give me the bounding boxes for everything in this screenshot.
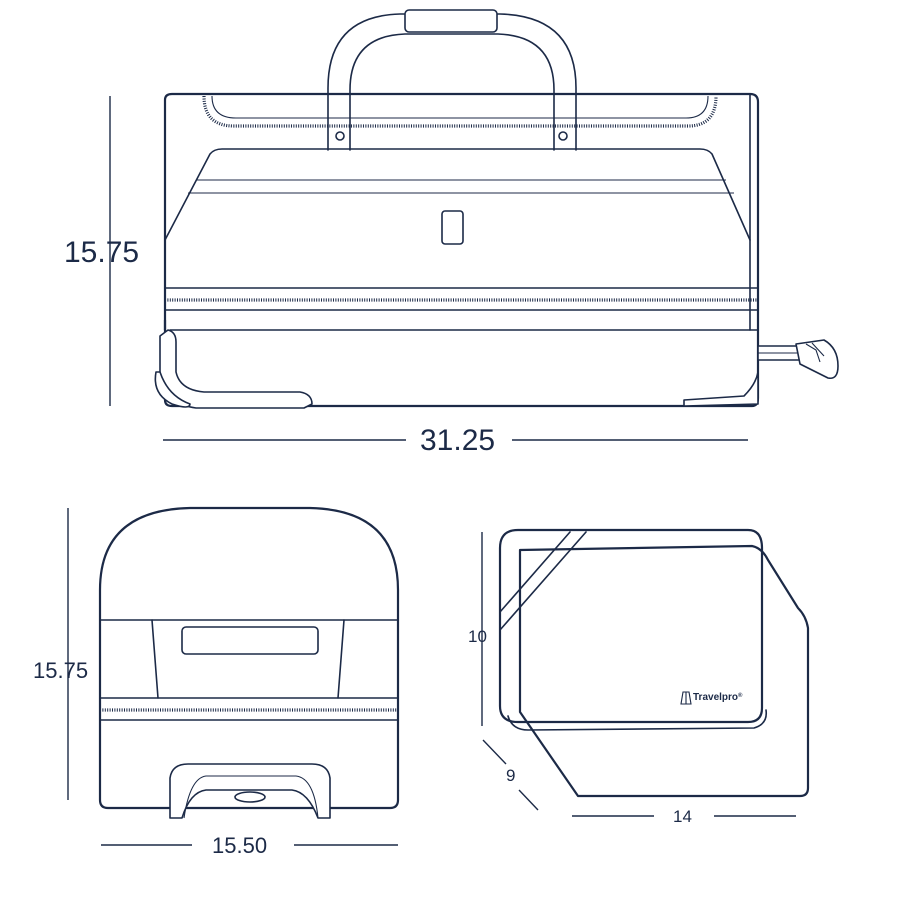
side-handle-grip bbox=[234, 791, 266, 803]
front-handle-grip bbox=[404, 9, 498, 33]
side-width-label: 15.50 bbox=[212, 833, 268, 858]
case-depth-dimension-line-top bbox=[482, 739, 507, 765]
side-body-outline bbox=[98, 506, 400, 810]
front-tag-holder bbox=[441, 210, 464, 245]
front-width-label: 31.25 bbox=[420, 424, 496, 457]
front-handle-strap bbox=[327, 13, 577, 151]
travelpro-logo: Travelpro® bbox=[693, 693, 742, 703]
front-pocket bbox=[164, 148, 751, 241]
front-wheel-housing bbox=[159, 329, 313, 409]
front-trolley-handle bbox=[795, 339, 839, 380]
travelpro-logo-text: Travelpro bbox=[693, 692, 739, 703]
front-handle-rivet-right bbox=[558, 131, 568, 141]
side-bottom-handle bbox=[169, 763, 331, 819]
travelpro-logo-icon bbox=[680, 691, 692, 705]
front-top-zipper bbox=[202, 95, 718, 128]
front-body-outline bbox=[163, 92, 760, 330]
front-wheel bbox=[154, 371, 191, 408]
case-depth-label: 9 bbox=[506, 766, 516, 785]
case-width-label: 14 bbox=[673, 807, 692, 826]
case-height-label: 10 bbox=[468, 627, 487, 646]
front-right-foot bbox=[683, 371, 759, 407]
case-depth-dimension-line-bottom bbox=[518, 789, 539, 811]
case-side-outline bbox=[518, 544, 810, 798]
side-carry-handle bbox=[181, 626, 319, 655]
side-height-label: 15.75 bbox=[33, 658, 89, 683]
side-view bbox=[98, 506, 400, 819]
packing-case-view bbox=[498, 528, 810, 798]
travelpro-trademark: ® bbox=[738, 693, 743, 699]
front-handle-rivet-left bbox=[335, 131, 345, 141]
front-view bbox=[154, 9, 839, 409]
front-height-label: 15.75 bbox=[64, 236, 140, 269]
case-top-panel bbox=[498, 528, 764, 724]
